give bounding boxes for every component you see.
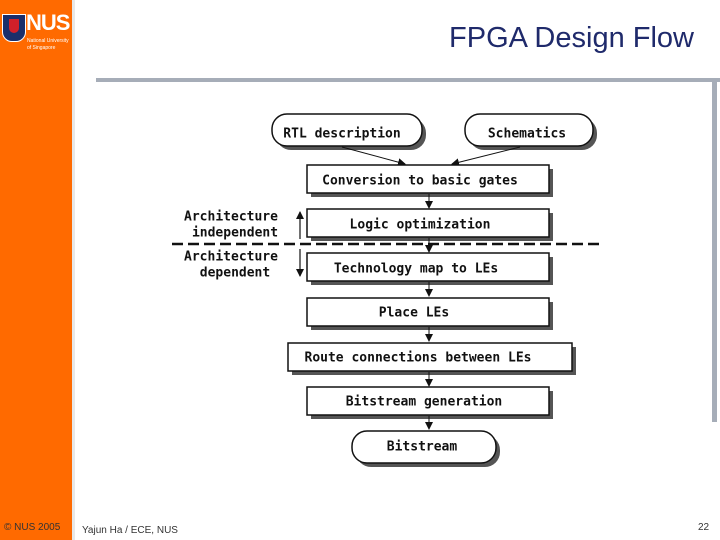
conversion-label: Conversion to basic gates — [322, 174, 518, 189]
sidebar — [0, 0, 72, 540]
schematics-label: Schematics — [488, 127, 566, 142]
node-place-les: Place LEs — [306, 297, 553, 330]
node-logic-optimization: Logic optimization — [306, 208, 553, 241]
arrow-schematics-to-conversion — [451, 146, 521, 167]
technology-map-label: Technology map to LEs — [334, 262, 498, 277]
node-bitstream: Bitstream — [351, 430, 500, 467]
page-number: 22 — [698, 522, 710, 533]
arrow-rtl-to-conversion — [341, 146, 406, 167]
node-bitstream-generation: Bitstream generation — [306, 386, 553, 419]
bitstream-label: Bitstream — [387, 440, 458, 455]
node-schematics: Schematics — [464, 113, 597, 150]
place-les-label: Place LEs — [379, 306, 449, 321]
footer-author: Yajun Ha / ECE, NUS — [82, 525, 178, 536]
right-rule — [712, 82, 717, 422]
arch-dependent-label-line2: dependent — [200, 266, 270, 281]
page-title: FPGA Design Flow — [449, 22, 694, 54]
route-connections-label: Route connections between LEs — [305, 351, 532, 366]
logo-text: NUS — [26, 10, 70, 35]
arch-dependent-label-line1: Architecture — [184, 250, 278, 265]
nus-crest-icon — [2, 14, 26, 42]
node-conversion: Conversion to basic gates — [306, 164, 553, 197]
rtl-description-label: RTL description — [283, 127, 400, 142]
logic-optimization-label: Logic optimization — [350, 218, 491, 233]
footer-copyright: © NUS 2005 — [4, 522, 61, 533]
arch-independent-label-line1: Architecture — [184, 210, 278, 225]
node-rtl-description: RTL description — [271, 113, 426, 150]
bitstream-generation-label: Bitstream generation — [346, 395, 503, 410]
logo-subtext: National University of Singapore — [27, 38, 69, 51]
sidebar-edge — [72, 0, 75, 540]
arch-independent-label-line2: independent — [192, 226, 278, 241]
nus-logo: NUS National University of Singapore — [2, 8, 72, 60]
node-route-connections: Route connections between LEs — [287, 342, 576, 375]
node-technology-map: Technology map to LEs — [306, 252, 553, 285]
title-rule — [96, 78, 720, 82]
